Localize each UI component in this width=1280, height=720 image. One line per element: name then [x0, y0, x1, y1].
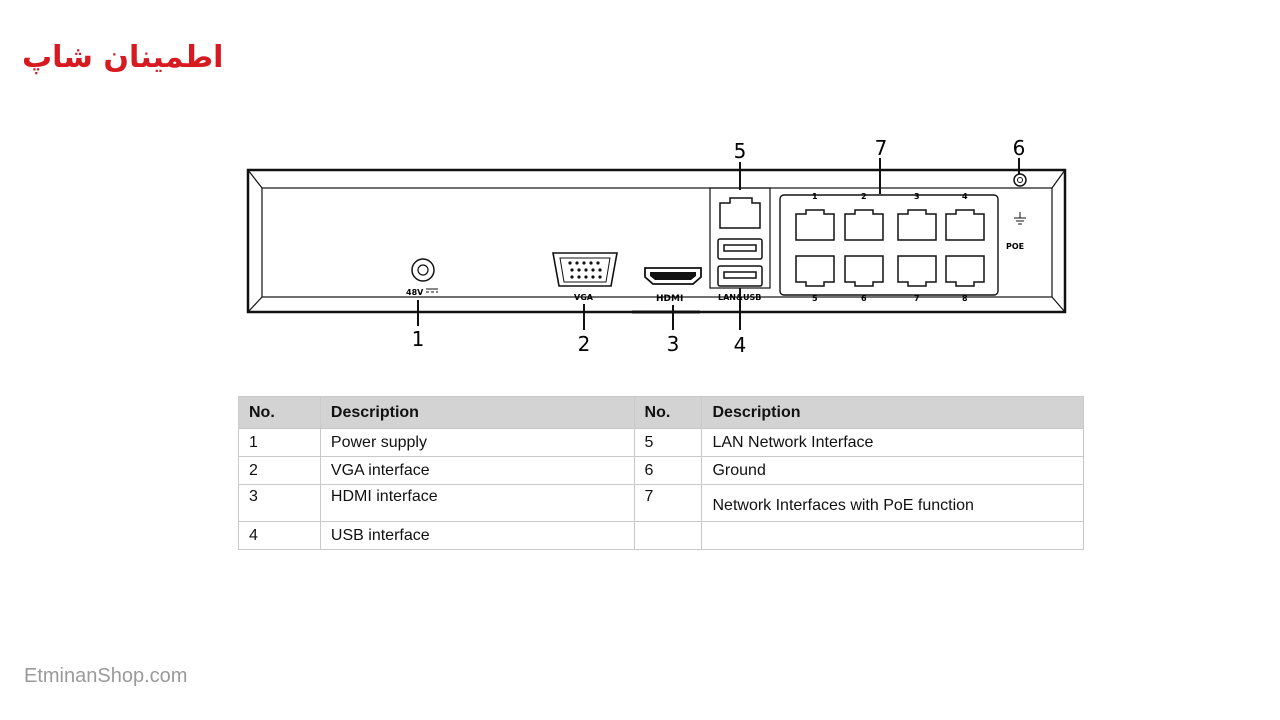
nvr-rear-panel-diagram: 48V VGA HDMI LAN&USB: [246, 136, 1067, 357]
poe-port-number: 6: [861, 294, 867, 303]
cell-no: 6: [633, 456, 703, 485]
cell-no: 3: [238, 484, 321, 522]
cell-description: Power supply: [319, 428, 635, 457]
cell-no: 1: [238, 428, 321, 457]
ground-symbol-icon: [1014, 212, 1026, 225]
callout-number: 5: [734, 139, 747, 163]
poe-port-number: 2: [861, 192, 867, 201]
poe-port-number: 3: [914, 192, 920, 201]
hdmi-port-icon: [644, 267, 702, 285]
vga-port-label: VGA: [574, 293, 594, 302]
callout-number: 2: [578, 332, 591, 356]
dc-symbol-icon: [426, 288, 438, 293]
poe-port-icon: [795, 255, 835, 287]
poe-port-number: 7: [914, 294, 920, 303]
cell-description: HDMI interface: [319, 484, 635, 522]
interface-description-table: No. Description No. Description 1 Power …: [238, 396, 1084, 550]
cell-description: Network Interfaces with PoE function: [701, 484, 1084, 522]
poe-port-icon: [945, 255, 985, 287]
usb-port-icon: [717, 238, 763, 260]
header-no: No.: [633, 396, 703, 429]
cell-no: 4: [238, 521, 321, 550]
poe-port-number: 8: [962, 294, 968, 303]
brand-logo: اطمینان شاپ: [22, 40, 224, 75]
lan-port-icon: [719, 197, 761, 229]
vga-port-icon: [552, 252, 618, 287]
cell-no: 5: [633, 428, 703, 457]
poe-port-icon: [844, 209, 884, 241]
chassis: [246, 168, 1067, 314]
poe-port-icon: [844, 255, 884, 287]
power-jack-icon: [411, 258, 435, 282]
ground-terminal-icon: [1013, 173, 1027, 187]
callout-number: 3: [667, 332, 680, 356]
table-row: 2 VGA interface 6 Ground: [238, 456, 1084, 485]
table-header-row: No. Description No. Description: [238, 396, 1084, 429]
cell-no: 2: [238, 456, 321, 485]
poe-port-number: 1: [812, 192, 818, 201]
callout-number: 7: [875, 136, 888, 160]
power-port-label: 48V: [406, 288, 424, 297]
header-description: Description: [701, 396, 1084, 429]
poe-label: POE: [1006, 242, 1024, 251]
header-description: Description: [319, 396, 635, 429]
cell-description: VGA interface: [319, 456, 635, 485]
cell-description: [701, 521, 1084, 550]
cell-description: Ground: [701, 456, 1084, 485]
footer-site-url: EtminanShop.com: [24, 665, 188, 687]
poe-port-icon: [897, 255, 937, 287]
callout-number: 4: [734, 333, 747, 357]
poe-port-icon: [897, 209, 937, 241]
callout-number: 1: [412, 327, 425, 351]
poe-port-number: 4: [962, 192, 968, 201]
cell-description: LAN Network Interface: [701, 428, 1084, 457]
cell-no: [633, 521, 703, 550]
poe-port-icon: [795, 209, 835, 241]
header-no: No.: [238, 396, 321, 429]
table-row: 1 Power supply 5 LAN Network Interface: [238, 428, 1084, 457]
callout-number: 6: [1013, 136, 1026, 160]
poe-port-number: 5: [812, 294, 818, 303]
lan-usb-block: [709, 187, 771, 289]
poe-port-icon: [945, 209, 985, 241]
usb-port-icon: [717, 265, 763, 287]
table-row: 3 HDMI interface 7 Network Interfaces wi…: [238, 484, 1084, 522]
hdmi-port-label: HDMI: [656, 294, 683, 304]
cell-description: USB interface: [319, 521, 635, 550]
poe-block: [779, 194, 999, 296]
cell-no: 7: [633, 484, 703, 522]
callout-lines: [417, 158, 1020, 330]
table-row: 4 USB interface: [238, 521, 1084, 550]
